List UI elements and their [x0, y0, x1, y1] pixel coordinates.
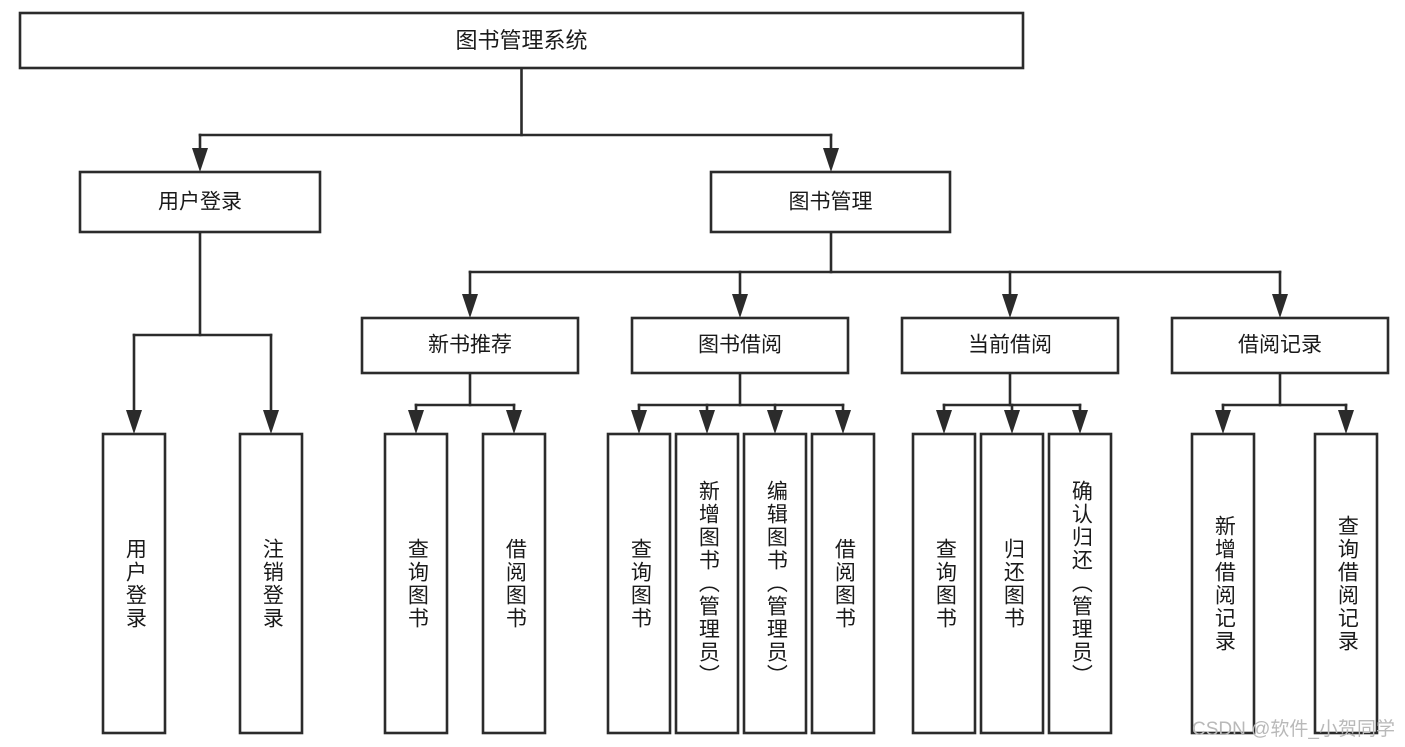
node-root-label: 图书管理系统: [455, 28, 587, 53]
arrow-head-icon: [835, 410, 851, 434]
connector-group-borrow-records: [1215, 371, 1354, 434]
node-book-borrow-box[interactable]: [630, 316, 850, 375]
node-book-management-label: 图书管理: [789, 191, 873, 214]
leaf-box[interactable]: [606, 432, 672, 735]
node-root[interactable]: 图书管理系统: [18, 11, 1025, 70]
node-book-management[interactable]: 图书管理: [709, 170, 952, 234]
csdn-watermark: CSDN @软件_小贺同学: [1192, 719, 1395, 740]
arrow-head-icon: [699, 410, 715, 434]
arrow-head-icon: [1272, 294, 1288, 318]
connector-group-root: [192, 66, 839, 172]
node-new-book-recommend[interactable]: 新书推荐: [360, 316, 580, 375]
node-new-book-recommend-box[interactable]: [360, 316, 580, 375]
node-book-borrow[interactable]: 图书借阅: [630, 316, 850, 375]
arrow-head-icon: [823, 148, 839, 172]
arrow-head-icon: [462, 294, 478, 318]
leaf-box[interactable]: [481, 432, 547, 735]
arrow-head-icon: [767, 410, 783, 434]
arrow-head-icon: [1338, 410, 1354, 434]
leaf-box-group: [101, 432, 1379, 735]
arrow-head-icon: [126, 410, 142, 434]
leaf-box[interactable]: [1190, 432, 1256, 735]
arrow-head-icon: [263, 410, 279, 434]
connector-group-user-login: [126, 230, 279, 434]
node-borrow-records-box[interactable]: [1170, 316, 1390, 375]
leaf-box[interactable]: [742, 432, 808, 735]
arrow-head-icon: [506, 410, 522, 434]
arrow-head-icon: [192, 148, 208, 172]
arrow-head-icon: [732, 294, 748, 318]
arrow-head-icon: [1072, 410, 1088, 434]
node-book-management-box[interactable]: [709, 170, 952, 234]
node-user-login-label: 用户登录: [158, 191, 242, 214]
node-user-login-box[interactable]: [78, 170, 322, 234]
arrow-head-icon: [631, 410, 647, 434]
leaf-box[interactable]: [674, 432, 740, 735]
arrow-head-icon: [1002, 294, 1018, 318]
arrow-head-icon: [936, 410, 952, 434]
node-user-login[interactable]: 用户登录: [78, 170, 322, 234]
node-current-borrow[interactable]: 当前借阅: [900, 316, 1120, 375]
node-root-box[interactable]: [18, 11, 1025, 70]
node-current-borrow-label: 当前借阅: [968, 334, 1052, 357]
node-book-borrow-label: 图书借阅: [698, 334, 782, 357]
leaf-box[interactable]: [101, 432, 167, 735]
leaf-box[interactable]: [979, 432, 1045, 735]
arrow-head-icon: [1215, 410, 1231, 434]
leaf-box[interactable]: [1313, 432, 1379, 735]
node-borrow-records-label: 借阅记录: [1238, 334, 1322, 357]
node-new-book-recommend-label: 新书推荐: [428, 334, 512, 357]
connector-group-current-borrow: [936, 371, 1088, 434]
leaf-box[interactable]: [383, 432, 449, 735]
leaf-box[interactable]: [238, 432, 304, 735]
leaf-box[interactable]: [1047, 432, 1113, 735]
arrow-head-icon: [408, 410, 424, 434]
connector-group-book-management: [462, 230, 1288, 318]
connector-group-book-borrow: [631, 371, 851, 434]
leaf-box[interactable]: [810, 432, 876, 735]
connector-group-new-book-recommend: [408, 371, 522, 434]
node-current-borrow-box[interactable]: [900, 316, 1120, 375]
leaf-box[interactable]: [911, 432, 977, 735]
arrow-head-icon: [1004, 410, 1020, 434]
node-borrow-records[interactable]: 借阅记录: [1170, 316, 1390, 375]
